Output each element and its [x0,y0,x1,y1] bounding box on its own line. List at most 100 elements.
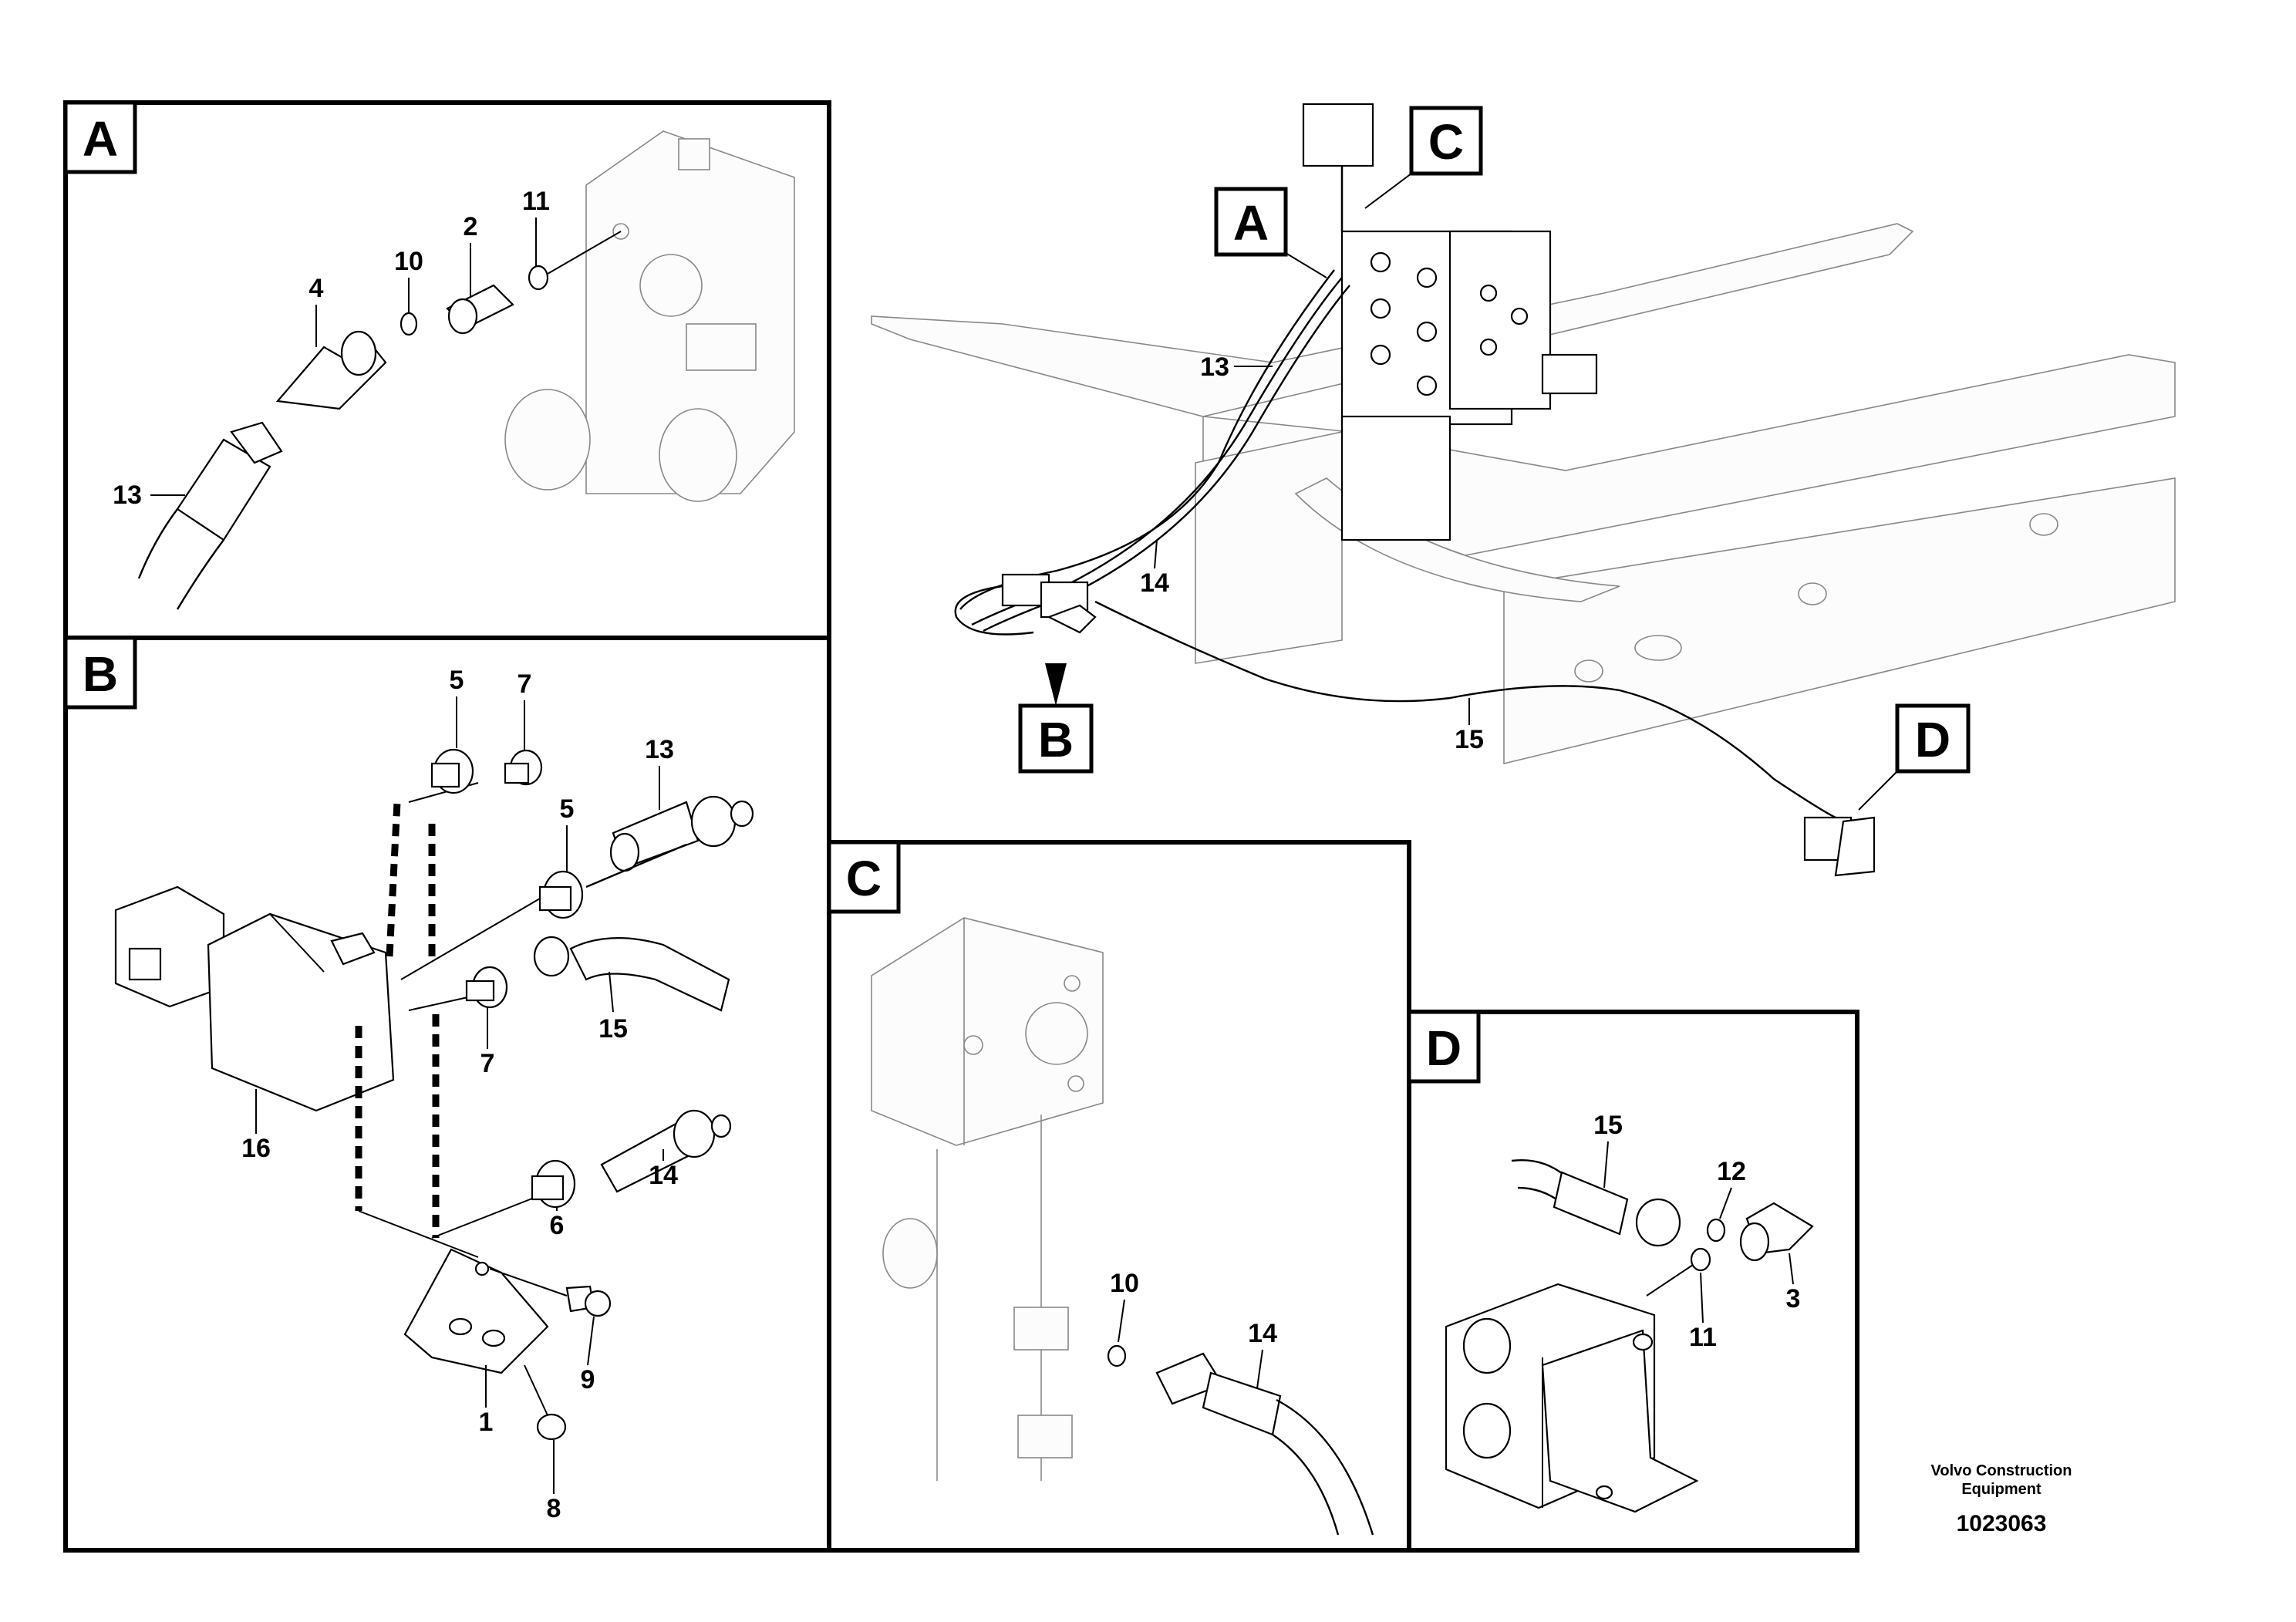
view-c-fitting-lower [1017,1415,1073,1458]
view-c-leader-14 [1256,1349,1263,1389]
callout-d-leader [1858,771,1898,811]
view-a-hose-13 [137,508,224,610]
hose-loop [954,585,1034,636]
frame-plate-left [1195,431,1343,664]
frame-hole-4 [1574,659,1603,683]
view-c-letter: C [846,851,882,906]
view-a-fitting [686,323,757,371]
callout-b-arrow [1045,663,1067,706]
view-d-leader-11 [1700,1272,1704,1324]
view-c-plug [882,1218,938,1289]
view-b-leader-9 [587,1316,595,1366]
view-a-adapter-hex [447,298,478,335]
view-b-bolt-9-head [584,1290,612,1317]
view-b-label-6: 6 [550,1211,565,1240]
view-d-leader-15 [1603,1141,1609,1189]
valve-port [1416,375,1438,396]
view-a: A 4 10 2 11 13 [63,100,831,640]
view-b-bolt-8-axis [524,1364,548,1416]
view-a-valve-block [585,130,795,494]
view-b-fitting-6-body [531,1175,565,1201]
view-a-washer-10 [400,312,418,336]
publisher-line-2: Equipment [1961,1481,2041,1498]
control-valve-side [1448,230,1552,410]
view-b-label-5b: 5 [560,794,575,824]
view-a-label-4: 4 [309,274,324,303]
view-b-hose-13-end [609,832,640,872]
view-c-block-port [1025,1002,1088,1065]
view-b-coil-connector [128,947,162,981]
view-b-fitting-5b-line [585,843,687,889]
callout-d-box [1895,703,1971,774]
callout-b-box [1018,703,1094,774]
view-d-label-11: 11 [1689,1323,1717,1352]
view-d-label-15: 15 [1593,1111,1623,1140]
view-c-fitting-upper [1013,1307,1069,1351]
view-b-label-15: 15 [598,1014,628,1044]
view-c: C 10 14 [827,840,1411,1553]
view-b-line-4 [358,1210,479,1258]
view-b-label-16: 16 [241,1134,271,1163]
valve-port [1510,307,1529,325]
view-c-label-10: 10 [1110,1269,1139,1298]
view-a-letter: A [83,111,118,167]
view-b-letter: B [83,646,118,702]
view-b-fitting-7b-body [465,980,495,1002]
leader-14-main [1154,539,1158,569]
view-b-hose-13-nut [690,795,737,848]
view-a-port-large [639,254,703,317]
view-b-label-7a: 7 [518,669,532,699]
valve-port [1370,298,1391,319]
view-d-washer-12 [1706,1218,1726,1243]
view-d-tag [1407,1010,1481,1084]
view-d-label-12: 12 [1717,1157,1746,1186]
control-valve-ports [1370,251,1529,396]
callout-c-box [1409,106,1483,176]
view-d-hose-nut [1635,1198,1681,1247]
valve-port [1479,284,1498,302]
view-c-hose-sleeve [1202,1371,1282,1436]
view-b-hose-14-tip [710,1114,732,1138]
valve-port [1479,338,1498,356]
view-b-hose-15 [569,937,730,1012]
publisher-line-1: Volvo Construction [1931,1462,2072,1479]
view-a-nut [678,138,710,170]
view-c-block-hole-3 [1067,1075,1084,1092]
view-d: D 15 12 3 11 [1407,1010,1859,1553]
view-d-label-3: 3 [1786,1284,1801,1313]
view-c-hose-14 [1272,1398,1374,1536]
callout-b-text: B [1038,712,1074,767]
view-b-label-1: 1 [479,1408,494,1437]
view-b-fitting-15 [533,936,570,977]
valve-port [1370,251,1391,273]
view-a-label-2: 2 [464,212,478,241]
view-d-bracket [1541,1329,1699,1513]
view-d-leader-12 [1719,1187,1732,1219]
view-b-line-3 [431,1195,541,1239]
view-b-label-14: 14 [649,1161,678,1190]
main-overview: A C B D 13 14 15 [871,103,2176,877]
view-a-label-10: 10 [394,247,423,276]
view-b-label-5a: 5 [450,666,464,695]
view-d-block-port-1 [1462,1317,1512,1374]
view-a-axis [547,231,622,275]
view-c-leader-10 [1118,1299,1125,1343]
view-b: B [63,636,831,1553]
callout-a-leader [1285,252,1327,278]
view-a-tag [63,100,137,174]
view-b-hose-13-tip [730,800,754,828]
solenoid-bracket-main [1047,604,1097,634]
view-b-leader-15 [609,971,614,1013]
view-b-label-7b: 7 [480,1049,495,1078]
view-a-hose-sleeve [176,438,271,541]
view-b-bracket-1 [403,1248,549,1374]
view-a-elbow-nut [340,330,377,376]
view-b-tag [63,636,137,710]
view-a-spool-1 [504,389,591,491]
view-b-bracket-hole-3 [474,1261,490,1276]
view-a-washer-11 [528,265,549,291]
callout-a-text: A [1233,195,1269,251]
view-d-bracket-hole [1632,1333,1654,1351]
view-d-letter: D [1426,1020,1462,1076]
callout-d-text: D [1915,712,1950,767]
